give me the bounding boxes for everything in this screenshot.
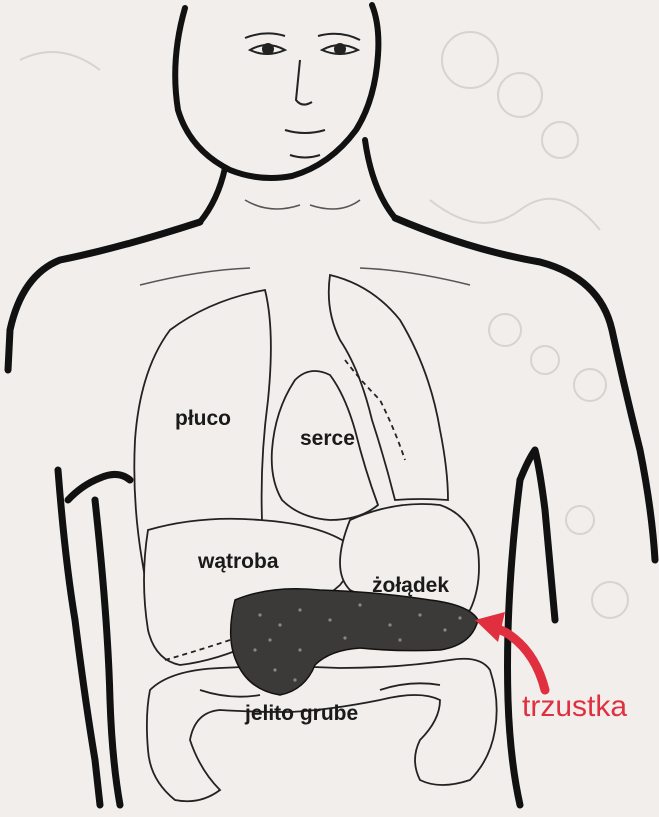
label-stomach: żołądek [372,575,449,596]
neck [200,140,395,222]
background-cell-sketch [20,32,628,618]
face-features [245,33,360,157]
label-liver: wątroba [198,551,279,572]
collarbones [140,200,470,285]
label-heart: serce [300,428,355,449]
label-large-intestine: jelito grube [245,703,358,724]
large-intestine [147,659,497,802]
label-lung: płuco [175,408,231,429]
head [175,5,378,178]
label-pancreas: trzustka [522,692,627,722]
